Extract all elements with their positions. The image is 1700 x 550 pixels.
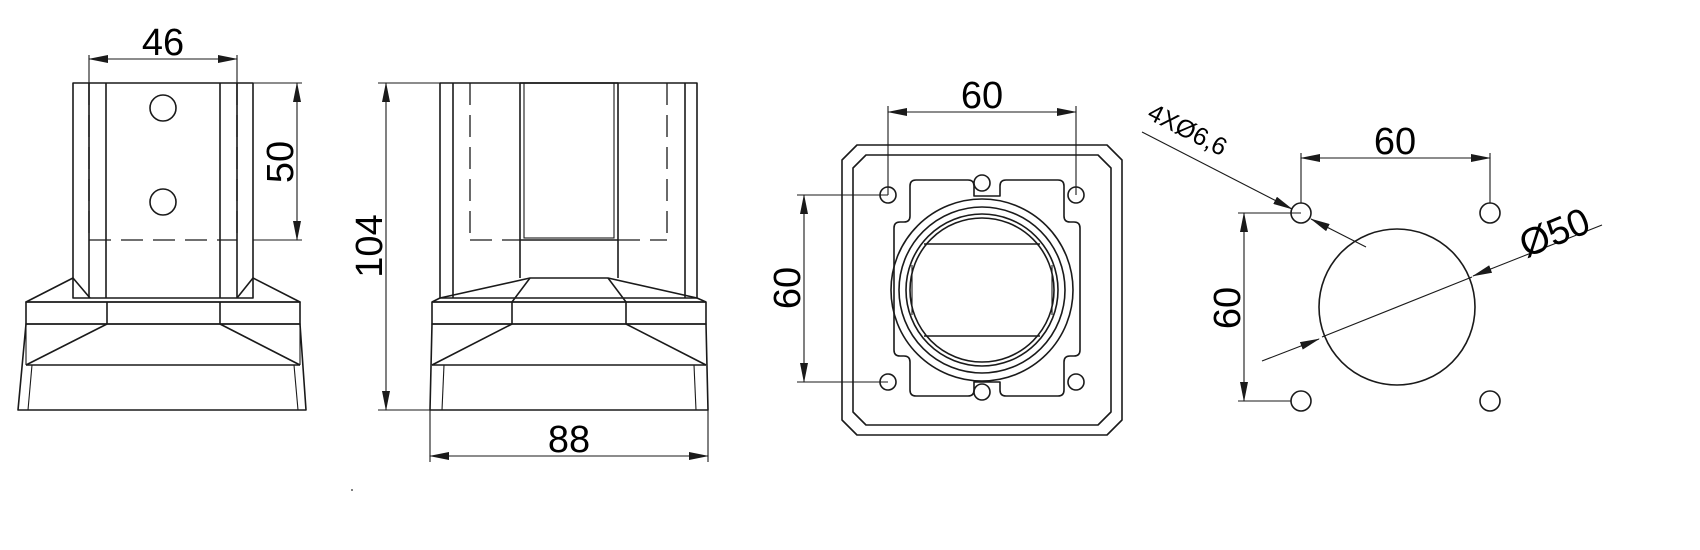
hole-pattern-hole-bottom-right [1479, 390, 1501, 412]
top-view-outer-plate [841, 144, 1123, 436]
hole-pattern-horizontal-label: 60 [1374, 121, 1416, 163]
hole-pattern-hole-top-right [1479, 202, 1501, 224]
front-view-height-label: 104 [349, 214, 391, 277]
hole-pattern-vertical-label: 60 [1207, 287, 1249, 329]
side-view-hole-spacing-dimension: 50 [253, 82, 302, 241]
side-view-hole-spacing-label: 50 [260, 141, 302, 183]
front-view-column [439, 82, 698, 299]
hole-pattern-bore [1318, 228, 1476, 386]
hole-pattern-holes-callout: 4XØ6,6 [1141, 98, 1367, 248]
front-view-base-width-label: 88 [548, 419, 590, 461]
top-view-central-bore [890, 198, 1074, 382]
top-view-vertical-dimension: 60 [767, 194, 888, 383]
front-view-height-dimension: 104 [349, 82, 440, 411]
top-view-vertical-label: 60 [767, 267, 809, 309]
top-view-hole-bottom-center [973, 383, 991, 401]
hole-pattern-bore-label: Ø50 [1514, 200, 1596, 266]
hole-pattern-view: 4XØ6,6 Ø50 60 60 [1141, 98, 1603, 412]
top-view-hole-top-center [973, 174, 991, 192]
top-view-inner-contour [893, 179, 1081, 397]
side-view-width-dimension: 46 [88, 22, 238, 83]
side-view-base [17, 301, 307, 411]
hole-pattern-hole-bottom-left [1290, 390, 1312, 412]
top-view-horizontal-dimension: 60 [887, 75, 1077, 195]
top-view-hole-bottom-right [1067, 373, 1085, 391]
side-view-hole-bottom [149, 188, 177, 216]
side-view-column [72, 82, 254, 299]
side-view-width-label: 46 [142, 22, 184, 64]
top-view: 60 60 [767, 75, 1123, 436]
side-view: 46 50 [17, 22, 307, 411]
side-view-hole-top [149, 94, 177, 122]
top-view-horizontal-label: 60 [961, 75, 1003, 117]
hole-pattern-horizontal-dimension: 60 [1300, 121, 1491, 203]
hole-pattern-holes-note: 4XØ6,6 [1143, 98, 1231, 161]
front-view-base [429, 301, 709, 411]
front-view-base-width-dimension: 88 [429, 410, 709, 462]
hole-pattern-vertical-dimension: 60 [1207, 212, 1301, 402]
hole-pattern-bore-callout: Ø50 [1261, 200, 1603, 362]
front-view: 104 88 [349, 82, 709, 462]
